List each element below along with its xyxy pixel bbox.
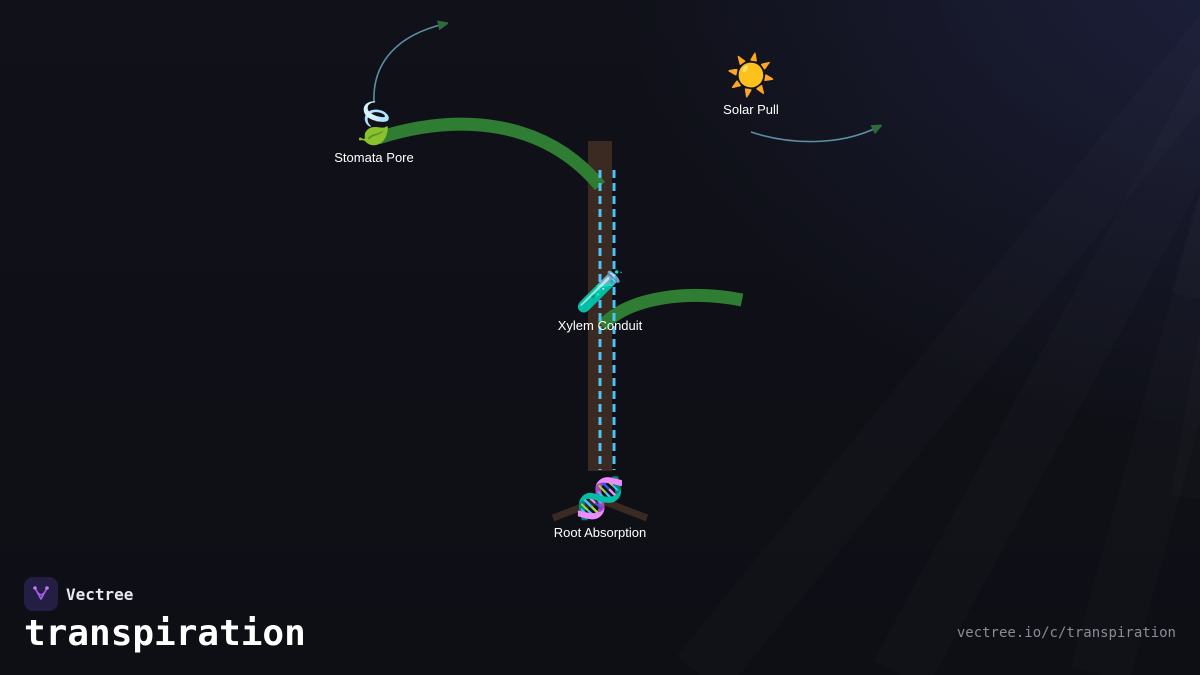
vectree-logo-icon (24, 577, 58, 611)
upper-branch (376, 117, 605, 191)
node-label: Solar Pull (723, 102, 779, 117)
node-stomata-pore[interactable]: 🍃 Stomata Pore (334, 100, 414, 166)
root-right (598, 496, 649, 522)
vapor-flow-arrow (373, 24, 444, 104)
sun-icon: ☀️ (726, 53, 776, 99)
node-root-absorption[interactable]: 🧬 Root Absorption (554, 475, 647, 541)
node-solar-pull[interactable]: ☀️ Solar Pull (723, 52, 779, 118)
test-tube-icon: 🧪 (575, 269, 625, 315)
node-label: Root Absorption (553, 525, 647, 540)
root-left (551, 496, 602, 522)
node-label: Stomata Pore (334, 150, 414, 165)
brand: Vectree (24, 577, 133, 611)
leaf-icon: 🍃 (349, 101, 399, 147)
node-xylem-conduit[interactable]: 🧪 Xylem Conduit (558, 268, 643, 334)
brand-name: Vectree (66, 584, 134, 604)
dna-icon: 🧬 (575, 476, 625, 522)
source-url[interactable]: vectree.io/c/transpiration (956, 625, 1176, 641)
page-title: transpiration (24, 613, 306, 654)
node-label: Xylem Conduit (557, 318, 643, 333)
solar-flow-arrow (750, 127, 878, 143)
